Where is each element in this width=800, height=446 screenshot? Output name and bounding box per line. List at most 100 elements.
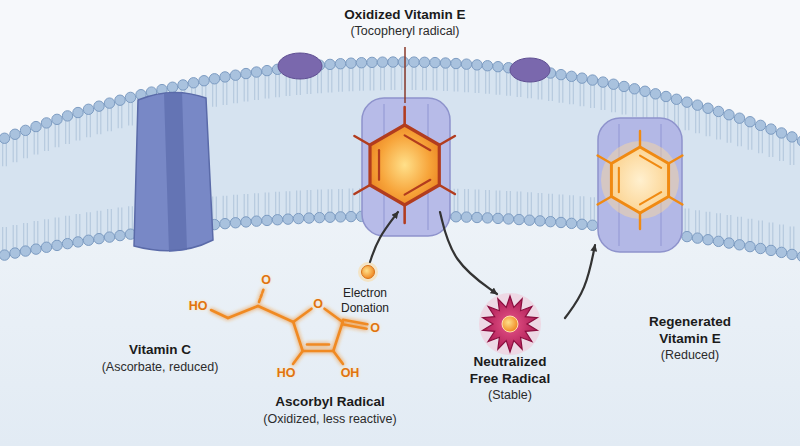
lipid-tail <box>331 189 332 213</box>
electron-dot <box>362 266 375 279</box>
ring-bond <box>293 322 302 351</box>
lipid-tail <box>370 66 371 90</box>
lipid-tail <box>65 120 66 144</box>
lipid-tail <box>247 78 248 102</box>
lipid-head <box>619 81 629 91</box>
lipid-head <box>304 213 314 223</box>
lipid-tail <box>384 66 385 90</box>
lipid-tail <box>706 112 707 136</box>
peripheral-protein <box>278 53 322 79</box>
lipid-head <box>745 117 755 127</box>
lipid-tail <box>772 133 773 157</box>
lipid-tail <box>622 90 623 114</box>
lipid-tail <box>34 221 35 245</box>
lipid-tail <box>590 84 591 108</box>
lipid-head <box>493 213 503 223</box>
lipid-tail <box>2 227 3 251</box>
lipid-head <box>556 217 566 227</box>
lipid-tail <box>499 71 500 95</box>
lipid-head <box>262 65 272 75</box>
lipid-head <box>608 79 618 89</box>
lipid-tail <box>748 126 749 150</box>
substituent-bond <box>440 136 456 145</box>
lipid-tail <box>76 117 77 141</box>
lipid-tail <box>23 223 24 247</box>
lipid-tail <box>310 190 311 214</box>
lipid-tail <box>779 137 780 161</box>
lipid-tail <box>86 212 87 236</box>
lipid-tail <box>720 213 721 237</box>
lipid-tail <box>2 142 3 166</box>
lipid-tail <box>783 224 784 248</box>
membrane-proteins <box>134 53 682 252</box>
lipid-tail <box>212 83 213 107</box>
lipid-tail <box>531 192 532 216</box>
lipid-tail <box>783 137 784 161</box>
lipid-tail <box>401 66 402 90</box>
lipid-tail <box>258 193 259 217</box>
lipid-head <box>346 58 356 68</box>
lipid-tail <box>727 119 728 143</box>
lipid-head <box>745 241 755 251</box>
lipid-tail <box>58 217 59 241</box>
lipid-tail <box>65 216 66 240</box>
lipid-tail <box>559 79 560 103</box>
lipid-head <box>220 218 230 228</box>
lipid-tail <box>489 190 490 214</box>
bond <box>228 306 258 318</box>
lipid-tail <box>730 119 731 143</box>
lipid-head <box>787 132 797 142</box>
regenerated-vitamin-e: Regenerated Vitamin E(Reduced) <box>595 135 755 367</box>
lipid-tail <box>527 192 528 216</box>
lipid-tail <box>79 214 80 238</box>
lipid-tail <box>790 141 791 165</box>
lipid-tail <box>573 80 574 104</box>
lipid-tail <box>363 67 364 91</box>
lipid-head <box>451 58 461 68</box>
lipid-tail <box>520 192 521 216</box>
lipid-tail <box>685 106 686 130</box>
lipid-tail <box>601 86 602 110</box>
lipid-head <box>440 58 450 68</box>
hexagon-ring <box>355 107 455 223</box>
lipid-head <box>482 61 492 71</box>
lipid-head <box>713 236 723 246</box>
node-subtitle: (Stable) <box>462 388 558 404</box>
lipid-head <box>661 91 671 101</box>
lipid-tail <box>793 141 794 165</box>
lipid-head <box>577 219 587 229</box>
lipid-tail <box>485 70 486 94</box>
substituent-bond <box>404 107 407 125</box>
lipid-head <box>41 242 51 252</box>
lipid-tail <box>244 78 245 102</box>
lipid-tail <box>433 67 434 91</box>
lipid-heads <box>0 57 800 263</box>
lipid-head <box>31 121 41 131</box>
lipid-head <box>556 69 566 79</box>
lipid-tail <box>590 197 591 221</box>
lipid-tail <box>258 76 259 100</box>
atom-label: HO <box>277 367 296 380</box>
lipid-tail <box>223 81 224 105</box>
reaction-arrow <box>565 245 595 318</box>
lipid-head <box>577 73 587 83</box>
lipid-head <box>787 249 797 259</box>
lipid-head <box>535 216 545 226</box>
lipid-tail <box>296 191 297 215</box>
lipid-tail <box>233 195 234 219</box>
lipid-head <box>367 57 377 67</box>
lipid-head <box>430 57 440 67</box>
oxidized-vitamin-e: Oxidized Vitamin E(Tocopheryl radical) <box>335 5 474 212</box>
lipid-tail <box>328 189 329 213</box>
lipid-tail <box>97 110 98 134</box>
lipid-tail <box>237 79 238 103</box>
lipid-tail <box>727 215 728 239</box>
lipid-tail <box>69 216 70 240</box>
lipid-tail <box>321 69 322 93</box>
lipid-tail <box>457 189 458 213</box>
bond <box>258 306 293 322</box>
lipid-tail <box>289 191 290 215</box>
bond <box>333 351 343 364</box>
lipid-tail <box>100 110 101 134</box>
lipid-tail <box>699 210 700 234</box>
